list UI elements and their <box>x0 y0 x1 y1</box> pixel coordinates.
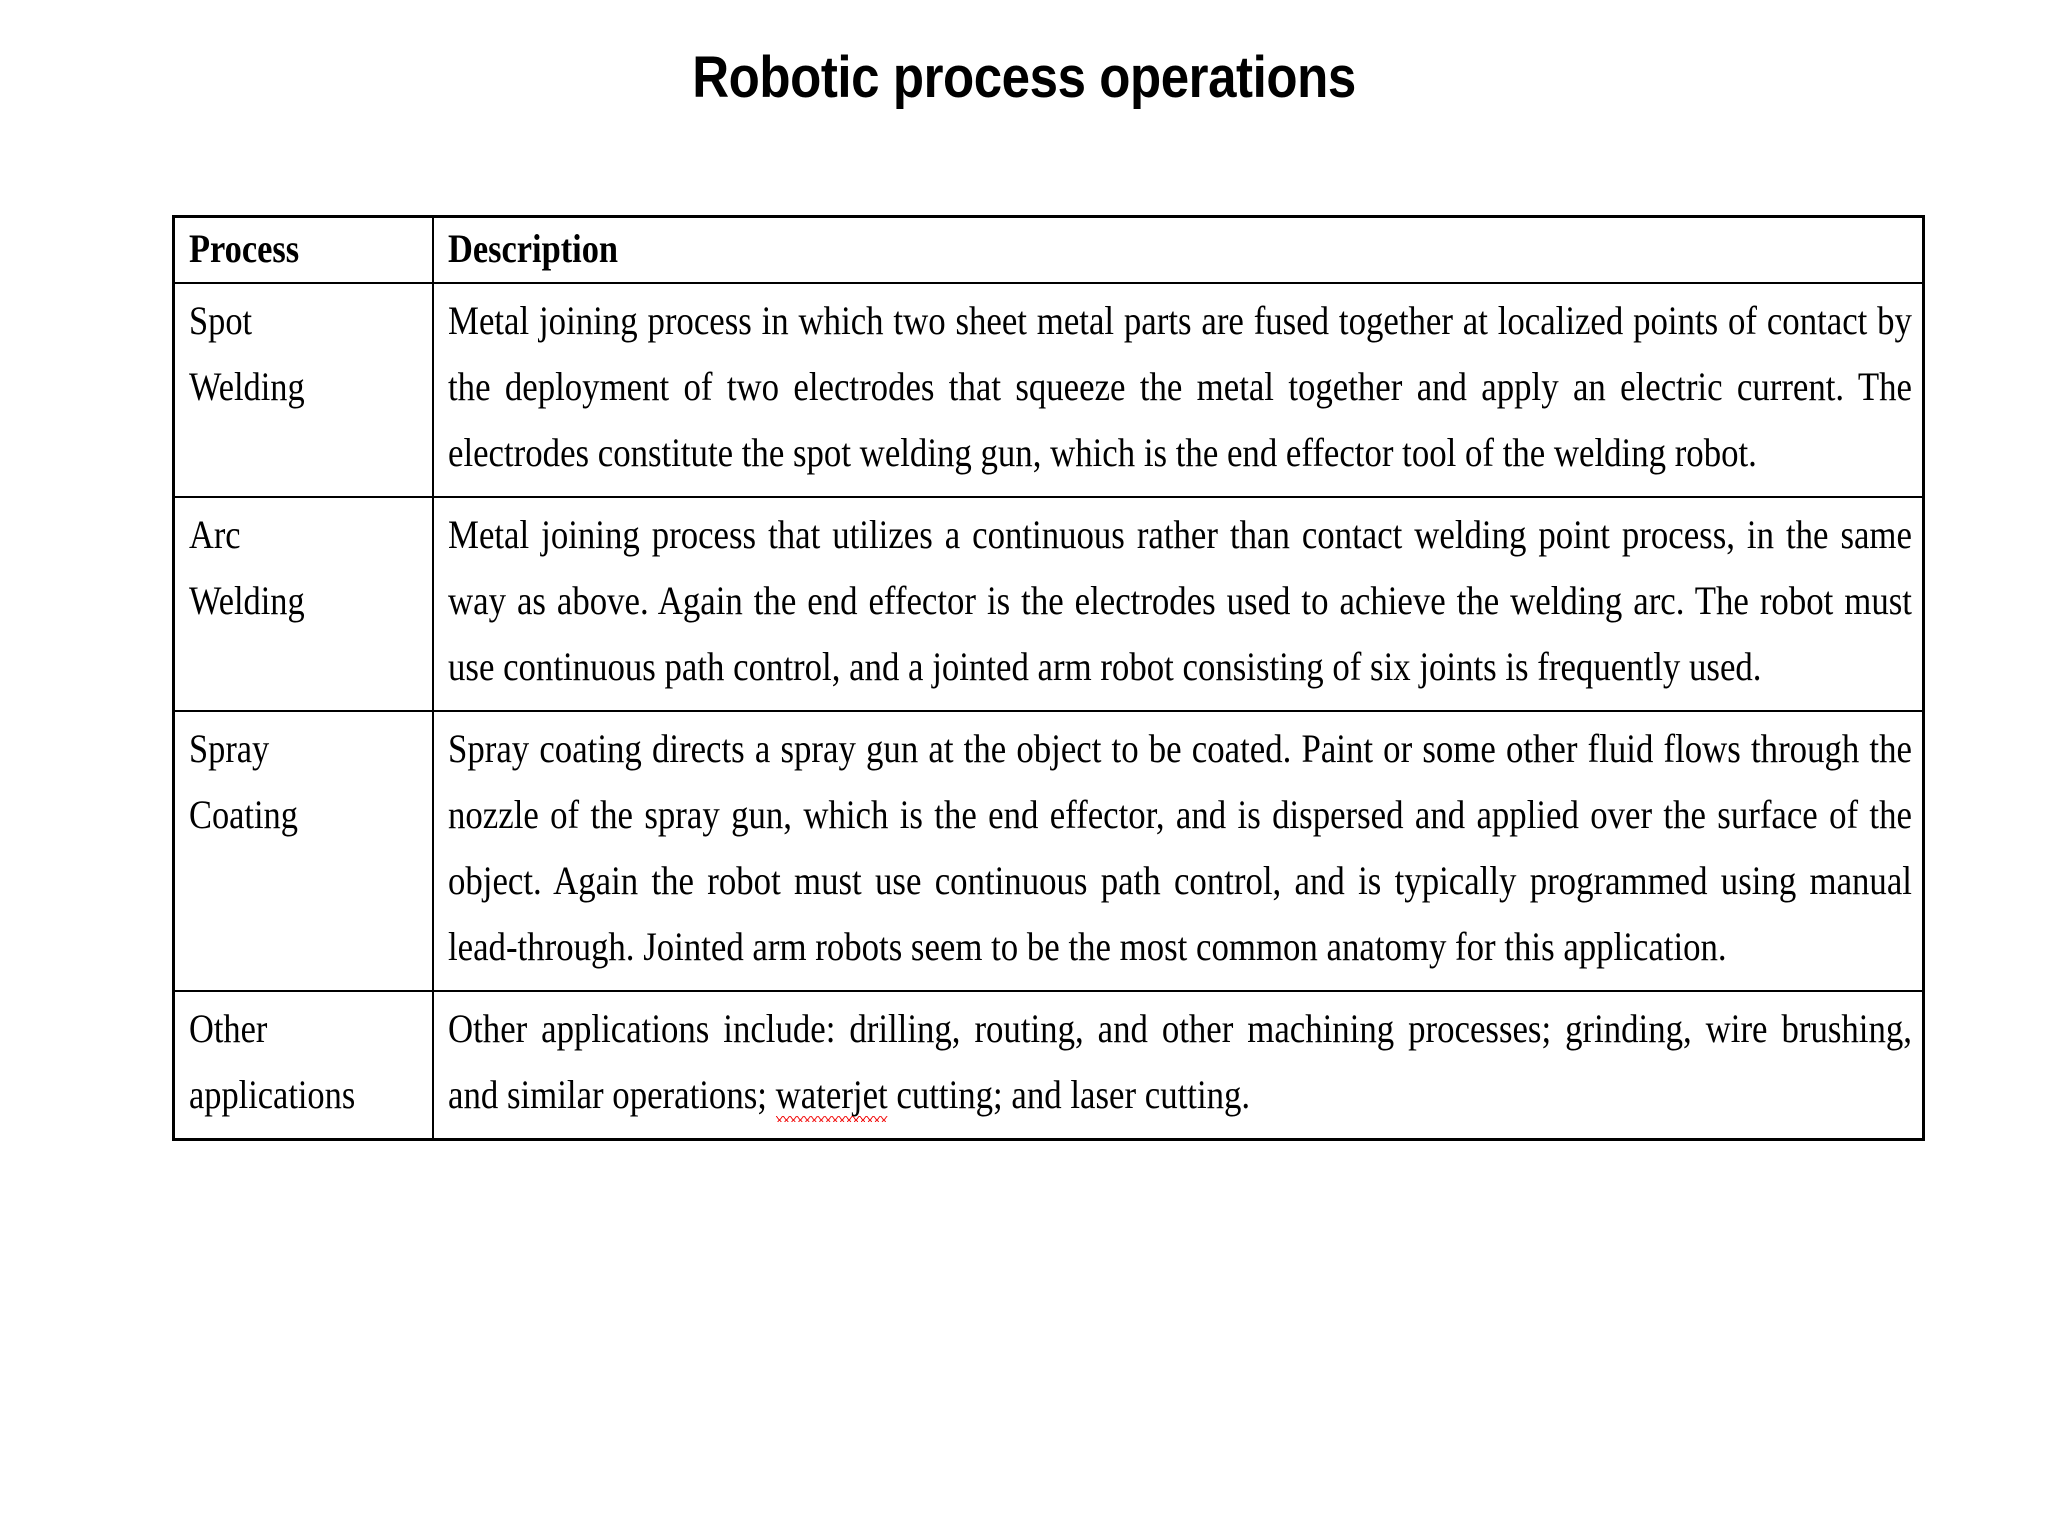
column-header-description-label: Description <box>447 226 618 271</box>
description-text-part: Other applications include: drilling, ro… <box>447 1006 1912 1117</box>
cell-process-spot-welding: Spot Welding <box>172 282 434 498</box>
process-name: Spot Welding <box>189 298 305 409</box>
cell-description-arc-welding: Metal joining process that utilizes a co… <box>431 496 1925 712</box>
cell-process-other-applications: Other applications <box>172 990 434 1141</box>
table-header: Process Description <box>172 215 1925 284</box>
description-text-part: Metal joining process in which two sheet… <box>447 298 1912 475</box>
robotic-process-table-wrapper: Process Description Spot Welding Metal j… <box>172 215 1925 1141</box>
table-body: Spot Welding Metal joining process in wh… <box>172 282 1925 1141</box>
cell-description-spray-coating: Spray coating directs a spray gun at the… <box>431 710 1925 992</box>
column-header-process-label: Process <box>189 226 300 271</box>
process-name: Arc Welding <box>189 512 305 623</box>
cell-description-spot-welding: Metal joining process in which two sheet… <box>431 282 1925 498</box>
cell-process-arc-welding: Arc Welding <box>172 496 434 712</box>
process-description: Spray coating directs a spray gun at the… <box>448 716 1912 980</box>
process-name: Other applications <box>189 1006 356 1117</box>
process-description: Metal joining process that utilizes a co… <box>448 502 1912 700</box>
description-text-part: Spray coating directs a spray gun at the… <box>447 726 1912 969</box>
page-title: Robotic process operations <box>692 45 1356 110</box>
table-row: Spray Coating Spray coating directs a sp… <box>172 710 1925 992</box>
description-text-part: Metal joining process that utilizes a co… <box>447 512 1912 689</box>
column-header-description: Description <box>431 215 1925 284</box>
table-row: Other applications Other applications in… <box>172 990 1925 1141</box>
process-description: Metal joining process in which two sheet… <box>448 288 1912 486</box>
cell-description-other-applications: Other applications include: drilling, ro… <box>431 990 1925 1141</box>
spellcheck-flagged-word: waterjet <box>775 1062 887 1128</box>
robotic-process-table: Process Description Spot Welding Metal j… <box>172 215 1925 1141</box>
table-row: Arc Welding Metal joining process that u… <box>172 496 1925 712</box>
process-description: Other applications include: drilling, ro… <box>447 996 1912 1128</box>
cell-process-spray-coating: Spray Coating <box>172 710 434 992</box>
table-row: Spot Welding Metal joining process in wh… <box>172 282 1925 498</box>
process-name: Spray Coating <box>189 726 298 837</box>
column-header-process: Process <box>172 215 434 284</box>
description-text-part: cutting; and laser cutting. <box>887 1072 1250 1117</box>
table-header-row: Process Description <box>172 215 1925 284</box>
